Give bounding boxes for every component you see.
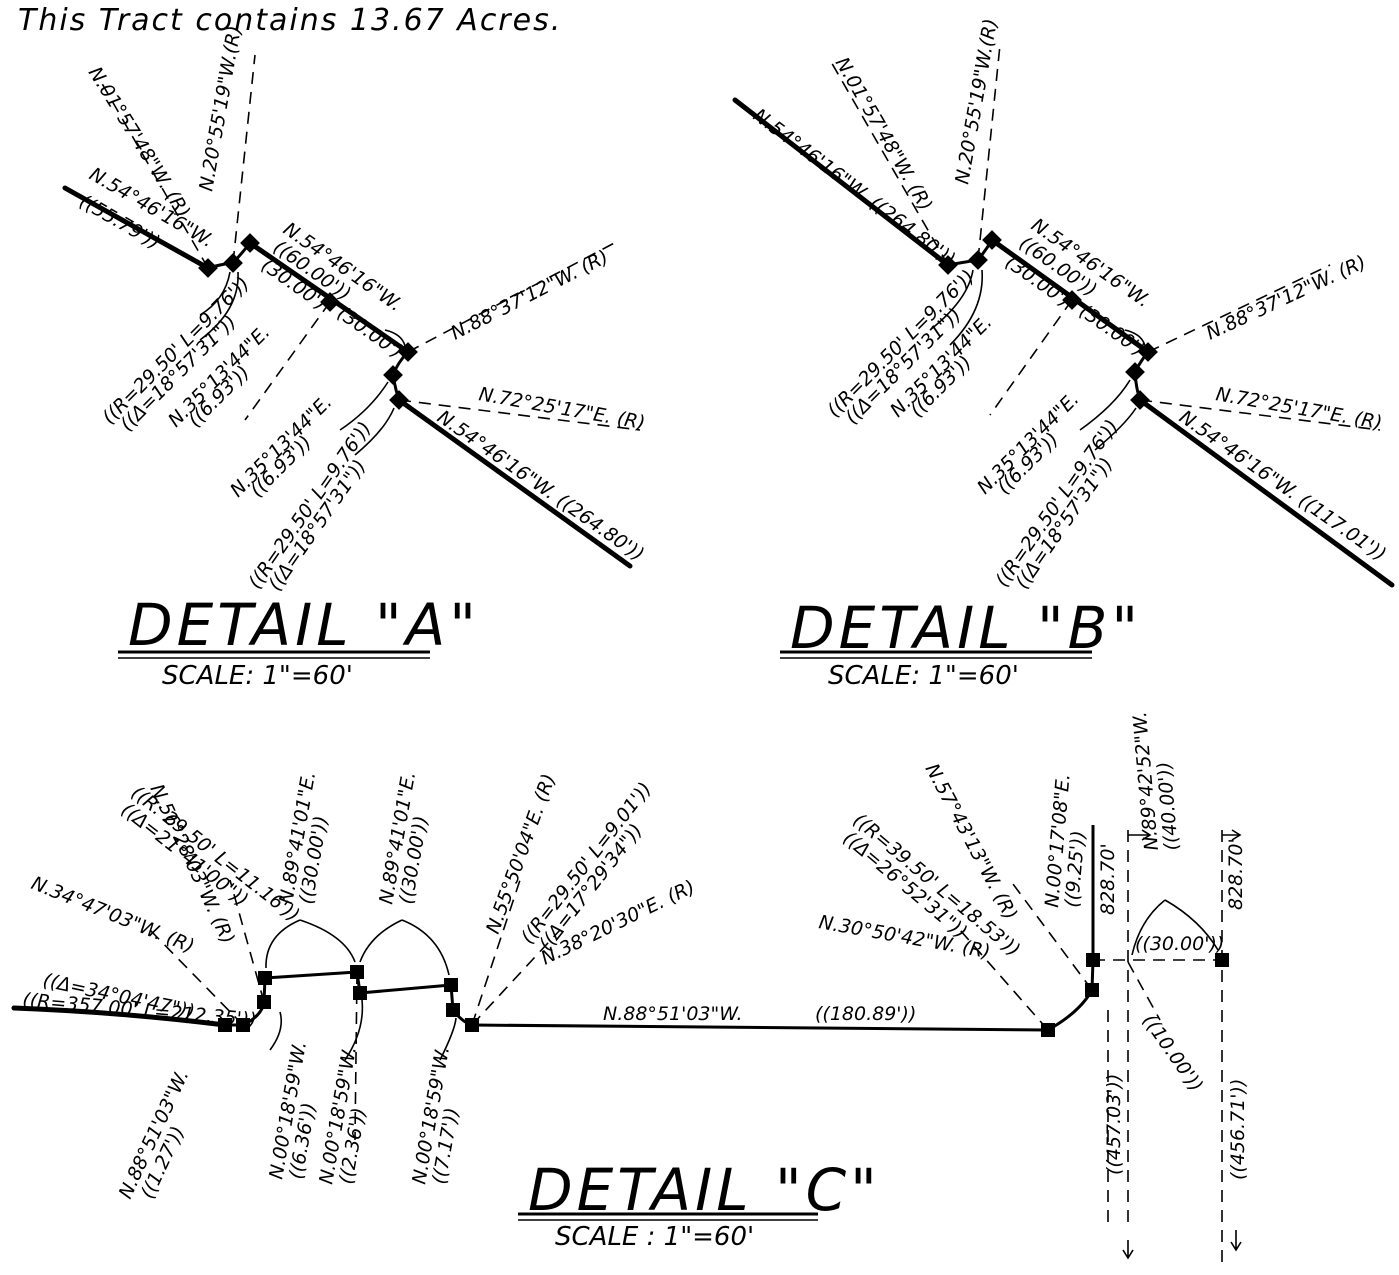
detail-c-arrow bbox=[1122, 1240, 1134, 1260]
detail-a-point bbox=[198, 258, 218, 278]
detail-c-radial-n30 bbox=[959, 929, 1049, 1031]
detail-a-point bbox=[389, 390, 409, 410]
detail-c-n88-dist-label: ((180.89')) bbox=[815, 1003, 916, 1025]
detail-c-leader bbox=[265, 919, 301, 969]
detail-c-point bbox=[444, 978, 458, 992]
detail-b-radial-n72 bbox=[1139, 399, 1381, 431]
detail-b-n72-label: N.72°25'17"E. (R) bbox=[1214, 383, 1384, 434]
detail-c-leader bbox=[269, 1011, 283, 1051]
detail-a-scale: SCALE: 1"=60' bbox=[162, 661, 353, 691]
detail-c-point bbox=[1086, 953, 1100, 967]
detail-a-point bbox=[320, 292, 340, 312]
detail-c-d30-label: ((30.00')) bbox=[1135, 933, 1224, 955]
detail-c-segment-1 bbox=[264, 970, 358, 980]
detail-b-centerline bbox=[989, 299, 1073, 416]
detail-c-point bbox=[258, 971, 272, 985]
detail-a-se-boundary bbox=[396, 397, 633, 569]
detail-c-leader bbox=[1164, 899, 1219, 951]
detail-c-leader bbox=[1131, 899, 1166, 956]
detail-c-radial-n57 bbox=[1009, 879, 1093, 991]
detail-b-leader bbox=[1079, 379, 1131, 431]
detail-c-radial-n38 bbox=[471, 929, 561, 1026]
detail-c-point bbox=[350, 965, 364, 979]
acreage-note: This Tract contains 13.67 Acres. bbox=[18, 3, 562, 38]
detail-c-segment-2 bbox=[359, 983, 452, 995]
detail-b-leader bbox=[1094, 407, 1137, 451]
detail-c-point bbox=[257, 995, 271, 1009]
detail-a-point bbox=[398, 342, 418, 362]
detail-b-se-boundary bbox=[1137, 397, 1395, 588]
detail-a-nw-boundary bbox=[62, 185, 211, 271]
detail-c-828-2-label: 828.70' bbox=[1225, 838, 1247, 910]
detail-c-d10-label: ((10.00')) bbox=[1138, 1010, 1207, 1096]
detail-a-leader bbox=[199, 271, 239, 341]
detail-c-leader bbox=[344, 999, 364, 1061]
detail-a-leader bbox=[354, 407, 395, 456]
detail-c-radial-n55 bbox=[471, 879, 521, 1026]
detail-b-leader bbox=[949, 269, 984, 346]
detail-c-leader bbox=[359, 919, 403, 963]
detail-b-point bbox=[1138, 342, 1158, 362]
detail-b-radial-n20 bbox=[977, 44, 1001, 261]
detail-c: ((R: 29.50' L=11.16')) ((Δ=21°41'00")) N… bbox=[11, 711, 1249, 1265]
detail-a-title: DETAIL "A" bbox=[128, 591, 480, 659]
detail-a-n72-label: N.72°25'17"E. (R) bbox=[477, 383, 647, 434]
detail-a: N.01°57'48"W. (R) N.20°55'19"W.(R) N.54°… bbox=[62, 24, 648, 691]
detail-a-centerline bbox=[244, 301, 331, 421]
detail-a-n20-label: N.20°55'19"W.(R) bbox=[195, 24, 246, 193]
detail-a-radial-n20 bbox=[232, 54, 256, 264]
detail-a-point bbox=[240, 233, 260, 253]
detail-c-arrow bbox=[1230, 1230, 1242, 1252]
detail-c-point bbox=[1085, 983, 1099, 997]
detail-c-n34-label: N.34°47'03"W. (R) bbox=[28, 872, 197, 957]
detail-c-point bbox=[218, 1018, 232, 1032]
detail-c-n88-main-label: N.88°51'03"W. bbox=[603, 1003, 743, 1025]
detail-c-curve-boundary bbox=[11, 1005, 228, 1028]
detail-c-d456-label: ((456.71')) bbox=[1227, 1079, 1249, 1180]
detail-c-point bbox=[465, 1018, 479, 1032]
detail-b-leader bbox=[929, 269, 974, 331]
detail-c-radial-n34 bbox=[149, 929, 244, 1026]
detail-b-point bbox=[1130, 390, 1150, 410]
detail-b-n88-label: N.88°37'12"W. (R) bbox=[1203, 251, 1370, 344]
detail-c-d457-label: ((457.03')) bbox=[1103, 1074, 1125, 1175]
detail-c-point bbox=[1215, 953, 1229, 967]
detail-c-leader bbox=[439, 1017, 457, 1061]
detail-a-radial-n72 bbox=[398, 399, 641, 431]
detail-b-radial-n88 bbox=[1147, 264, 1331, 353]
detail-a-point bbox=[383, 365, 403, 385]
detail-b-point bbox=[1125, 362, 1145, 382]
detail-b-leader bbox=[1124, 329, 1146, 347]
detail-a-n88-label: N.88°37'12"W. (R) bbox=[447, 246, 612, 344]
detail-c-scale: SCALE : 1"=60' bbox=[555, 1222, 754, 1252]
detail-b-point bbox=[1062, 290, 1082, 310]
detail-b: N.54°46'16"W. ((264.80')) N.01°57'48"W. … bbox=[732, 17, 1395, 691]
detail-a-leader bbox=[199, 271, 231, 316]
detail-c-point bbox=[446, 1003, 460, 1017]
detail-c-main-boundary bbox=[471, 1023, 1049, 1032]
detail-c-leader bbox=[401, 919, 450, 976]
detail-c-point bbox=[1041, 1023, 1055, 1037]
detail-a-leader bbox=[384, 329, 406, 347]
detail-b-nw-boundary bbox=[732, 97, 951, 268]
detail-b-scale: SCALE: 1"=60' bbox=[828, 661, 1019, 691]
detail-c-point bbox=[236, 1018, 250, 1032]
detail-a-point bbox=[223, 253, 243, 273]
detail-b-n20-label: N.20°55'19"W.(R) bbox=[951, 17, 1002, 186]
detail-c-arrow bbox=[1222, 829, 1242, 841]
detail-b-point bbox=[938, 255, 958, 275]
detail-c-leader bbox=[299, 919, 356, 963]
detail-c-point bbox=[353, 986, 367, 1000]
detail-c-arrow bbox=[1128, 829, 1152, 841]
detail-a-leader bbox=[339, 381, 389, 431]
detail-c-dashed-diagonal bbox=[1127, 961, 1161, 1021]
detail-a-se-label: N.54°46'16"W. ((264.80')) bbox=[433, 406, 648, 566]
detail-c-828-1-label: 828.70' bbox=[1097, 843, 1119, 915]
detail-a-radial-n01 bbox=[99, 79, 209, 269]
